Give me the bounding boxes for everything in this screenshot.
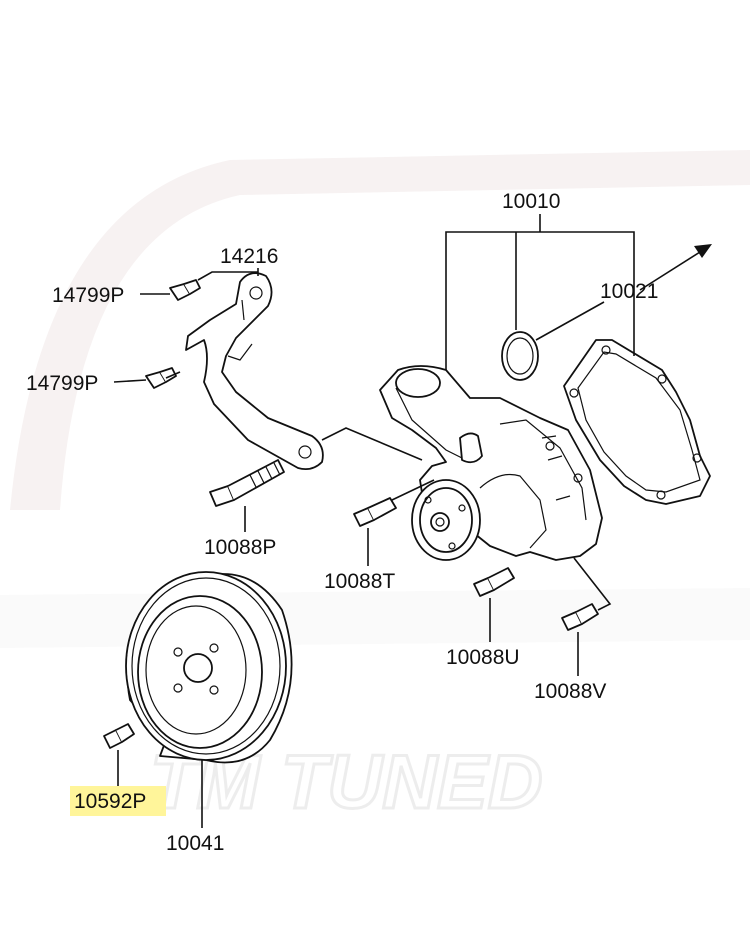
o-ring bbox=[501, 331, 539, 381]
label-10088u: 10088U bbox=[446, 646, 520, 669]
bolt-14799p-upper bbox=[169, 279, 201, 301]
leader-lines bbox=[113, 214, 712, 828]
highlight-box bbox=[70, 786, 166, 816]
label-14216: 14216 bbox=[220, 245, 278, 268]
bolt-10088u bbox=[473, 567, 515, 597]
label-10041: 10041 bbox=[166, 832, 224, 855]
label-10592p: 10592P bbox=[74, 790, 146, 813]
label-10088t: 10088T bbox=[324, 570, 395, 593]
water-pump-10010 bbox=[379, 365, 603, 561]
label-10010: 10010 bbox=[502, 190, 560, 213]
label-10088p: 10088P bbox=[204, 536, 276, 559]
label-14799p-upper: 14799P bbox=[52, 284, 124, 307]
label-10021: 10021 bbox=[600, 280, 658, 303]
label-14799p-lower: 14799P bbox=[26, 372, 98, 395]
gasket-10021 bbox=[563, 339, 711, 505]
bolt-10592p bbox=[103, 723, 135, 749]
bolt-10088p bbox=[209, 459, 285, 507]
label-10088v: 10088V bbox=[534, 680, 606, 703]
bracket-14216 bbox=[185, 272, 324, 471]
bolt-14799p-lower bbox=[145, 367, 177, 389]
pulley-10041 bbox=[125, 571, 293, 764]
bolt-10088t bbox=[353, 497, 397, 527]
bolt-10088v bbox=[561, 603, 599, 631]
